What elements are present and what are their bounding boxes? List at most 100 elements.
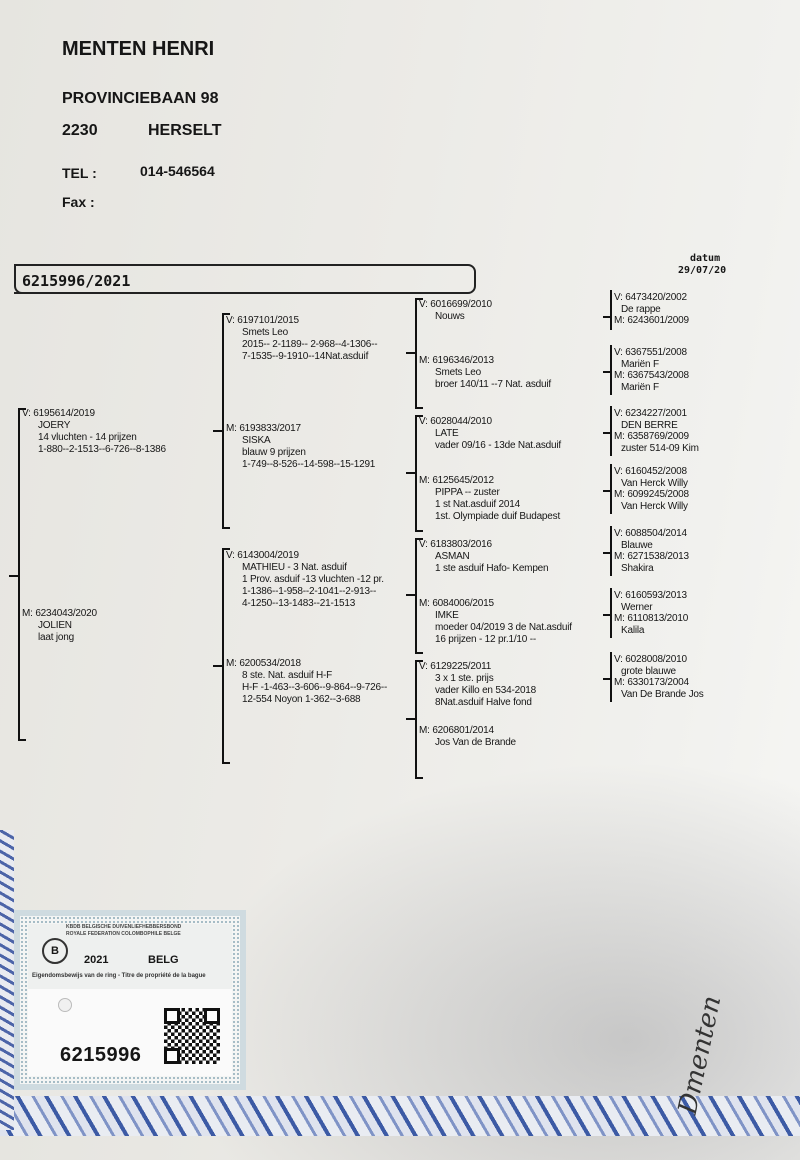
- entry-ring: 6143004/2019: [237, 550, 299, 561]
- entry-detail: Nouws: [435, 311, 465, 322]
- pair-line: zuster 514-09 Kim: [614, 443, 699, 455]
- entry-role: V:: [419, 416, 428, 427]
- entry-ring: 6193833/2017: [239, 423, 301, 434]
- entry-detail: ASMAN: [435, 551, 470, 562]
- pair-line: M: 6367543/2008: [614, 370, 689, 382]
- pair-line: DEN BERRE: [614, 420, 699, 432]
- pair-line: V: 6028008/2010: [614, 654, 704, 666]
- bracket-line: [610, 652, 612, 702]
- entry-ring: 6197101/2015: [237, 315, 299, 326]
- entry-detail: 16 prijzen - 12 pr.1/10 --: [435, 634, 536, 645]
- entry-detail: 1-749--8-526--14-598--15-1291: [242, 459, 376, 470]
- entry-role: V:: [419, 539, 428, 550]
- bracket-tick: [603, 552, 611, 554]
- pair-line: Mariën F: [614, 382, 689, 394]
- entry-detail: 8Nat.asduif Halve fond: [435, 697, 532, 708]
- entry-detail: IMKE: [435, 610, 459, 621]
- ring-ownership-card: B KBDB BELGISCHE DUIVENLIEFHEBBERSBOND R…: [14, 910, 246, 1090]
- entry-detail: moeder 04/2019 3 de Nat.asduif: [435, 622, 572, 633]
- bracket-tick: [603, 614, 611, 616]
- fabric-background: [0, 1096, 800, 1136]
- entry-detail: 1-1386--1-958--2-1041--2-913--: [242, 586, 377, 597]
- entry-name: Van Herck Willy: [621, 477, 688, 489]
- entry-ring: 6367543/2008: [627, 370, 689, 381]
- bracket-tick: [603, 490, 611, 492]
- entry-role: V:: [614, 347, 623, 358]
- bracket-tick: [213, 664, 222, 667]
- entry-detail: 1 st Nat.asduif 2014: [435, 499, 520, 510]
- entry-ring: 6125645/2012: [432, 475, 494, 486]
- pair-line: V: 6160593/2013: [614, 590, 688, 602]
- entry-detail: SISKA: [242, 435, 271, 446]
- card-year: 2021: [84, 954, 109, 966]
- entry-name: Blauwe: [621, 539, 653, 551]
- entry-detail: blauw 9 prijzen: [242, 447, 306, 458]
- entry-ring: 6099245/2008: [627, 489, 689, 500]
- entry-detail: PIPPA -- zuster: [435, 487, 500, 498]
- entry-role: V:: [614, 654, 623, 665]
- entry-ring-line: V: 6129225/2011: [419, 661, 536, 673]
- entry-ring: 6183803/2016: [430, 539, 492, 550]
- entry-ring: 6088504/2014: [625, 528, 687, 539]
- card-hole: [58, 998, 72, 1012]
- federation-fr: ROYALE FEDERATION COLOMBOPHILE BELGE: [66, 931, 181, 937]
- entry-ring: 6358769/2009: [627, 431, 689, 442]
- pair-line: Van De Brande Jos: [614, 689, 704, 701]
- pair-line: Mariën F: [614, 359, 689, 371]
- entry-ring-line: V: 6143004/2019: [226, 550, 384, 562]
- qr-code: [164, 1008, 220, 1064]
- card-ring-number: 6215996: [60, 1044, 142, 1066]
- entry-detail: 12-554 Noyon 1-362--3-688: [242, 694, 361, 705]
- entry-detail: JOLIEN: [38, 620, 72, 631]
- bracket-line: [18, 408, 26, 741]
- card-federation: KBDB BELGISCHE DUIVENLIEFHEBBERSBOND ROY…: [66, 924, 181, 938]
- entry-detail: 1 Prov. asduif -13 vluchten -12 pr.: [242, 574, 384, 585]
- entry-ring: 6234227/2001: [625, 408, 687, 419]
- bracket-tick: [406, 717, 415, 720]
- pair-line: Blauwe: [614, 540, 689, 552]
- entry-name: Van Herck Willy: [621, 500, 688, 512]
- federation-logo: B: [42, 938, 68, 964]
- entry-role: V:: [419, 299, 428, 310]
- entry-ring-line: V: 6197101/2015: [226, 315, 377, 327]
- federation-nl: KBDB BELGISCHE DUIVENLIEFHEBBERSBOND: [66, 924, 182, 930]
- entry-role: M:: [614, 551, 625, 562]
- card-subtitle: Eigendomsbewijs van de ring - Titre de p…: [32, 973, 206, 979]
- entry-ring-line: M: 6200534/2018: [226, 658, 387, 670]
- entry-detail: H-F -1-463--3-606--9-864--9-726--: [242, 682, 388, 693]
- entry-detail: 1st. Olympiade duif Budapest: [435, 511, 561, 522]
- entry-name: zuster 514-09 Kim: [621, 442, 699, 454]
- tel-label: TEL :: [62, 165, 97, 181]
- entry-name: Mariën F: [621, 358, 659, 370]
- bracket-tick: [603, 678, 611, 680]
- entry-ring: 6367551/2008: [625, 347, 687, 358]
- pair-line: M: 6099245/2008: [614, 489, 689, 501]
- bracket-line: [610, 290, 612, 330]
- entry-ring: 6330173/2004: [627, 677, 689, 688]
- entry-ring: 6200534/2018: [239, 658, 301, 669]
- entry-name: Shakira: [621, 562, 654, 574]
- entry-detail: vader 09/16 - 13de Nat.asduif: [435, 440, 561, 451]
- entry-role: M:: [226, 423, 237, 434]
- entry-detail: 7-1535--9-1910--14Nat.asduif: [242, 351, 369, 362]
- entry-role: M:: [614, 431, 625, 442]
- pair-line: V: 6473420/2002: [614, 292, 689, 304]
- bracket-line: [222, 313, 230, 529]
- bracket-tick: [406, 594, 415, 596]
- entry-role: M:: [22, 608, 33, 619]
- pair-line: De rappe: [614, 304, 689, 316]
- entry-ring-line: M: 6193833/2017: [226, 423, 375, 435]
- entry-role: M:: [419, 475, 430, 486]
- entry-ring: 6160593/2013: [625, 590, 687, 601]
- entry-detail: Smets Leo: [242, 327, 289, 338]
- entry-detail: 3 x 1 ste. prijs: [435, 673, 494, 684]
- date-value: 29/07/20: [678, 265, 727, 276]
